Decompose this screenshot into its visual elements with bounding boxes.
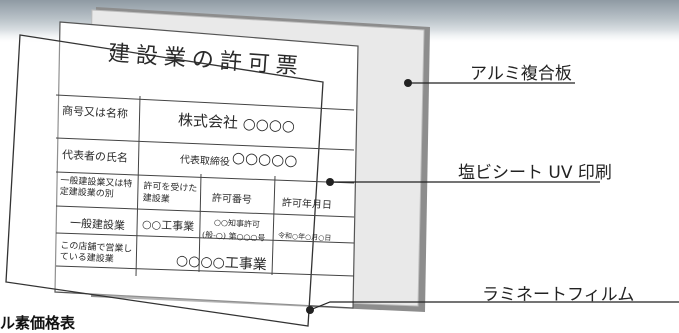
pvc-sheet <box>54 21 359 309</box>
pvc-sheet-marker <box>326 178 334 186</box>
sign-cell: ○○工事業 <box>141 217 195 234</box>
aluminum-board-marker <box>404 79 412 87</box>
sign-header-cell: 許可年月日 <box>281 197 333 212</box>
sign-row-value-prefix: 代表取締役 <box>179 154 231 169</box>
sign-header-cell: 許可を受けた 建設業 <box>142 181 198 205</box>
leader-lines <box>309 82 679 311</box>
sign-row-value: ○○○○○ <box>231 148 298 170</box>
laminate-film-label: ラミネートフィルム <box>482 285 635 305</box>
footer-heading: ル素価格表 <box>0 314 76 332</box>
sign-row-label: 代表者の氏名 <box>61 148 129 165</box>
sign-table-grid <box>55 94 355 277</box>
sign-row-label: 一般建設業又は特定建設業の別 <box>59 175 133 200</box>
pvc-sheet-label: 塩ビシート UV 印刷 <box>458 163 612 183</box>
sign-header-cell: 許可番号 <box>211 192 253 207</box>
sign-row-label: 一般建設業 <box>69 216 126 233</box>
sign-row-label: 商号又は名称 <box>61 104 129 121</box>
laminate-film <box>5 34 324 327</box>
sign-row-label: この店舗で営業している建設業 <box>59 240 133 265</box>
laminate-film-marker <box>306 306 314 314</box>
aluminum-board-label: アルミ複合板 <box>470 64 572 84</box>
sign-cell: ○○知事許可 <box>213 217 261 230</box>
